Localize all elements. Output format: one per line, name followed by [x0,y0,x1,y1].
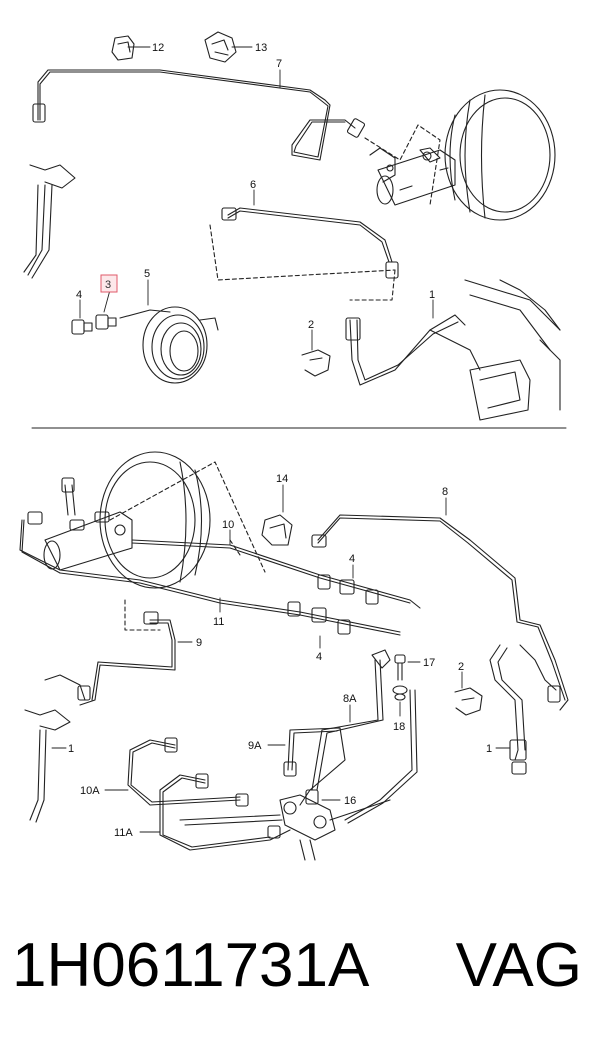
coil-pipe-5 [119,306,219,384]
highlight-box-part-3 [100,274,118,293]
callout-11: 11 [213,616,224,628]
callout-17: 17 [423,657,435,669]
brake-hose-1-bottom-left [24,674,91,823]
union-4-upper [317,574,379,605]
clip-13 [204,31,237,63]
union-3 [95,314,117,330]
brand-label: VAG [455,930,582,1000]
brake-pipe-10A [127,739,241,806]
caliper-top [429,279,561,421]
brake-pipe-9A [287,727,346,806]
clip-12 [111,35,135,61]
pressure-valve-16 [179,794,391,861]
callout-2-bottom: 2 [458,661,464,673]
callout-16: 16 [344,795,356,807]
union-4-lower [287,601,351,635]
callout-6: 6 [250,179,256,191]
callout-13: 13 [255,42,267,54]
callout-4-lower: 4 [316,651,322,663]
brake-pipe-6 [227,207,393,263]
brake-line-exploded-diagram: 12 13 7 6 5 4 3 2 1 14 8 10 4 11 4 9 17 … [19,31,569,861]
brake-pipe-7 [37,69,356,161]
callout-18: 18 [393,721,405,733]
part-number-footer: 1H0611731A VAG [0,915,600,1015]
callout-8: 8 [442,486,448,498]
spring-clip-2-top [301,349,331,377]
callout-1-bottom-left: 1 [68,743,74,755]
callout-3: 3 [105,279,111,291]
callout-7: 7 [276,58,282,70]
callout-2-top: 2 [308,319,314,331]
leader-lines-bottom [109,461,266,631]
brake-pipe-9 [79,619,176,706]
brake-pipe-8A [311,659,379,791]
callout-leaders [51,46,511,833]
brake-pipe-8 [317,514,569,711]
spring-clip-2-bottom [454,687,483,716]
brake-pipe-11A [159,774,291,851]
brake-hose-top-left [23,164,76,279]
callout-1-top: 1 [429,289,435,301]
part-number: 1H0611731A [12,930,370,1000]
callout-11A: 11A [114,827,133,839]
brake-booster-bottom [99,451,211,589]
callout-4-upper: 4 [349,553,355,565]
callout-1-bottom-right: 1 [486,743,492,755]
callout-10A: 10A [80,785,100,797]
callout-9: 9 [196,637,202,649]
callout-10: 10 [222,519,234,531]
washer-18 [392,685,408,701]
callout-12: 12 [152,42,164,54]
callout-8A: 8A [343,693,357,705]
callout-9A: 9A [248,740,262,752]
brake-pipe-10 [131,539,421,609]
master-cylinder-top [369,147,456,206]
brake-hose-1-top [345,314,466,386]
pipe-nut-top-left [32,103,46,123]
callout-4: 4 [76,289,82,301]
adapter-4 [71,319,93,335]
brake-hose-1-bottom-right [489,644,561,775]
callout-14: 14 [276,473,288,485]
clip-14 [261,514,293,546]
brake-booster-top [444,89,556,221]
leader-lines-top [209,124,441,301]
callout-5: 5 [144,268,150,280]
bolt-17 [394,654,406,681]
